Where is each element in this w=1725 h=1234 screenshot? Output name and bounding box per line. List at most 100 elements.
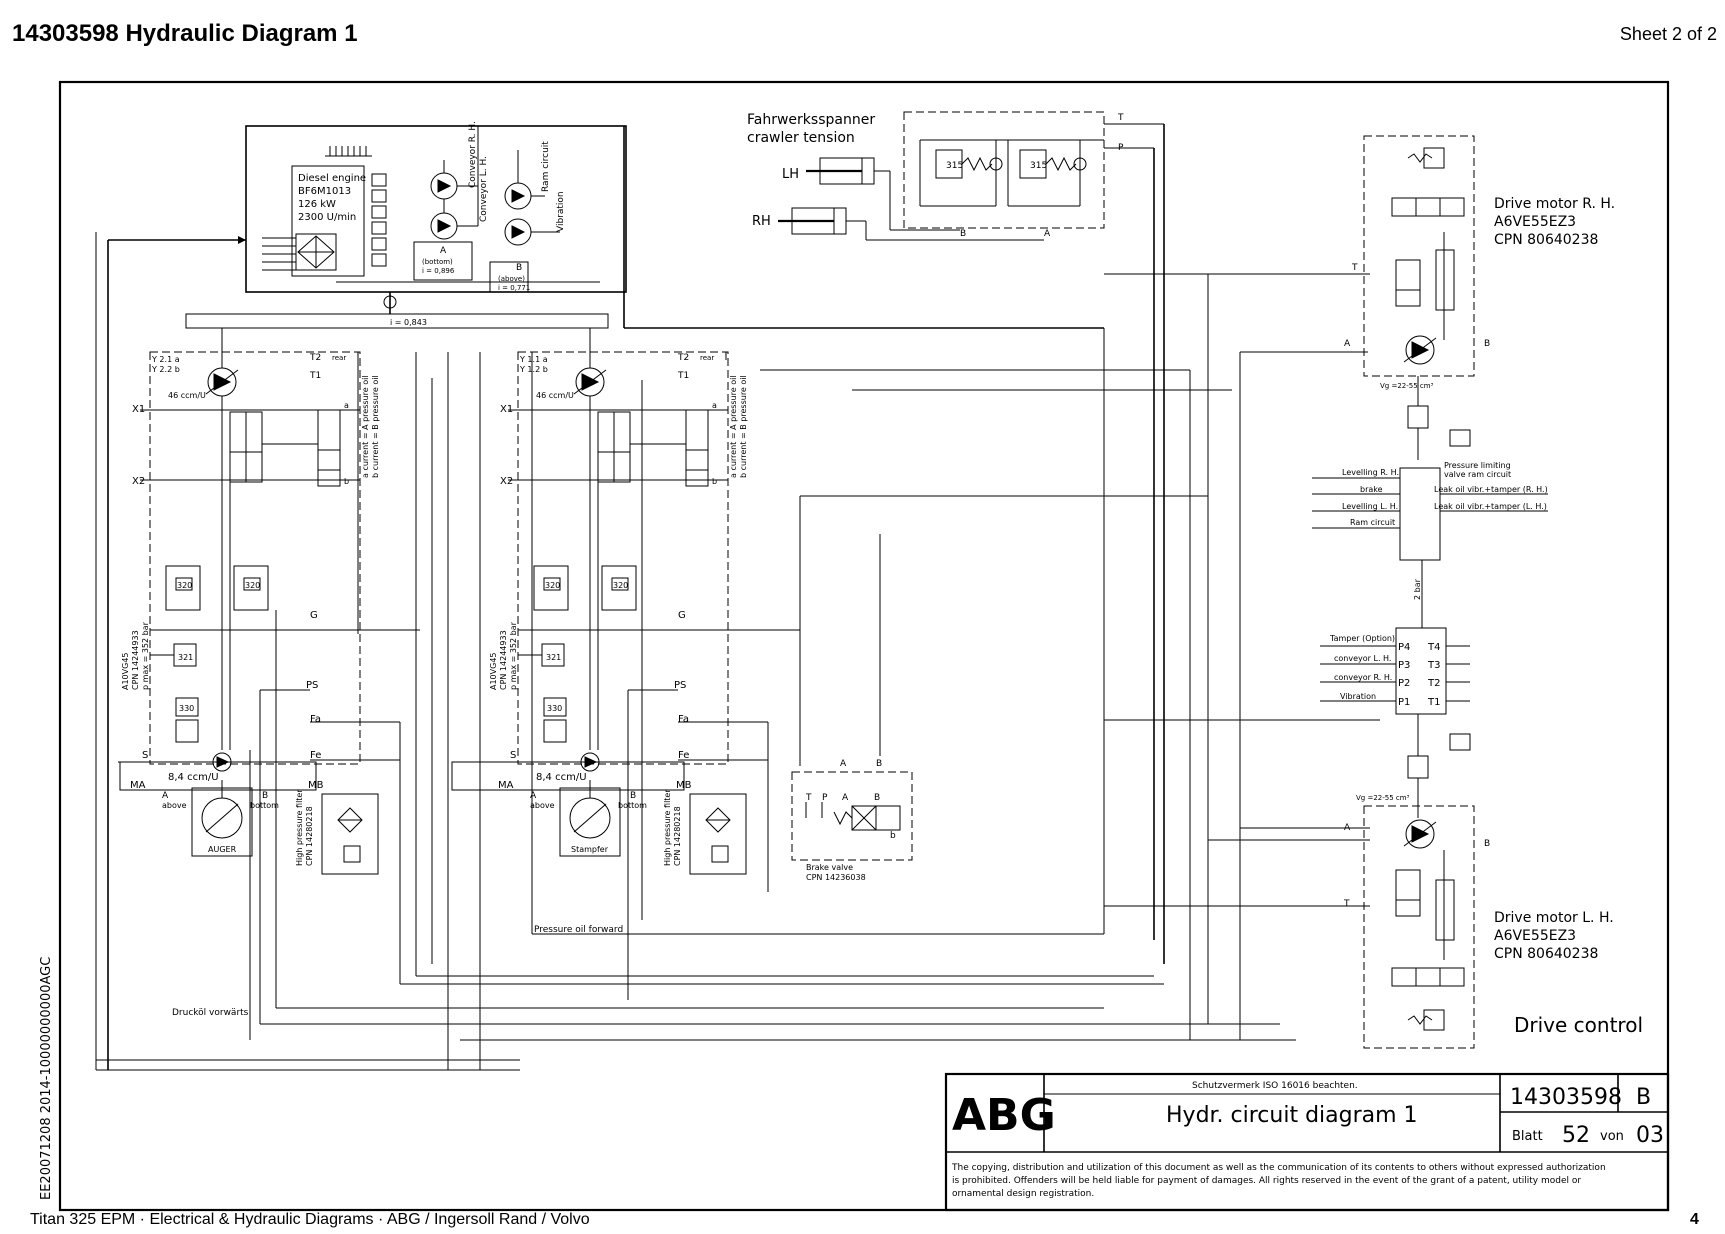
svg-text:Ram circuit: Ram circuit [1350, 518, 1395, 527]
drawing-number: 14303598 [1510, 1085, 1622, 1110]
svg-text:b: b [890, 831, 896, 841]
drive-motor-lh: Vg =22-55 cm³ A B T Drive motor L. H. A6… [1343, 714, 1643, 1049]
svg-text:G: G [678, 610, 686, 621]
svg-text:(above): (above) [498, 275, 525, 283]
svg-text:above: above [530, 801, 555, 810]
lh-label: LH [782, 167, 799, 182]
engine-label-3: 126 kW [298, 199, 336, 210]
valve-321-right-icon [518, 643, 565, 667]
svg-text:T1: T1 [1427, 697, 1440, 708]
svg-text:ornamental design registration: ornamental design registration. [952, 1189, 1094, 1199]
svg-text:X2: X2 [132, 476, 145, 487]
svg-text:High pressure filter: High pressure filter [663, 789, 672, 866]
side-stamp: EE20071208 2014-10000000000AGC [39, 957, 54, 1200]
svg-text:B: B [876, 759, 882, 769]
valve-330-right-icon [543, 697, 567, 743]
drawing-frame [58, 80, 1670, 1212]
svg-text:Y 1.2 b: Y 1.2 b [519, 365, 548, 374]
stampfer-motor-icon [559, 780, 621, 857]
svg-text:Y 1.1 a: Y 1.1 a [519, 355, 548, 364]
svg-text:B: B [874, 793, 880, 803]
svg-text:CPN 14236038: CPN 14236038 [806, 873, 866, 882]
svg-text:A: A [162, 791, 169, 801]
engine-box [291, 165, 365, 277]
svg-text:bottom: bottom [618, 801, 647, 810]
svg-text:CPN 14280218: CPN 14280218 [305, 806, 314, 866]
svg-text:is prohibited. Offenders will: is prohibited. Offenders will be held li… [952, 1176, 1581, 1186]
valve-330-left-icon [175, 697, 199, 743]
sensor-lh-icon [1407, 714, 1471, 818]
svg-text:A10VG45: A10VG45 [489, 652, 498, 690]
svg-text:T: T [1343, 899, 1350, 909]
svg-text:Levelling L. H.: Levelling L. H. [1342, 502, 1398, 511]
svg-text:b current = B pressure oil: b current = B pressure oil [739, 375, 748, 478]
svg-text:321: 321 [546, 653, 561, 662]
svg-text:8,4 ccm/U: 8,4 ccm/U [168, 772, 219, 783]
svg-text:X1: X1 [500, 404, 513, 415]
svg-text:T: T [1351, 263, 1358, 273]
svg-text:A10VG45: A10VG45 [121, 652, 130, 690]
svg-text:MA: MA [130, 780, 146, 791]
relief-320-left-icon [165, 565, 269, 611]
svg-text:T1: T1 [677, 371, 689, 381]
svg-text:von: von [1600, 1129, 1624, 1144]
svg-text:Leak oil vibr.+tamper (R. H.): Leak oil vibr.+tamper (R. H.) [1434, 485, 1548, 494]
sensor-rh-icon [1407, 376, 1471, 460]
svg-text:PS: PS [674, 680, 686, 691]
svg-text:conveyor L. H.: conveyor L. H. [1334, 654, 1391, 663]
svg-text:brake: brake [1360, 485, 1383, 494]
svg-text:B: B [1484, 339, 1490, 349]
stampfer-label: Stampfer [571, 845, 609, 854]
filter-right-icon [689, 793, 747, 875]
cylinder-lh-icon [806, 157, 875, 185]
svg-text:A: A [440, 246, 447, 256]
svg-text:CPN 14244933: CPN 14244933 [131, 630, 140, 690]
svg-text:CPN 14280218: CPN 14280218 [673, 806, 682, 866]
auger-label: AUGER [208, 845, 237, 854]
crawler-title-de: Fahrwerksspanner [747, 112, 875, 128]
valve-321-left-icon [150, 643, 197, 667]
svg-text:321: 321 [178, 653, 193, 662]
svg-text:rear: rear [332, 354, 346, 362]
svg-text:A: A [842, 793, 849, 803]
svg-text:A: A [530, 791, 537, 801]
brake-valve-icon [805, 802, 901, 831]
svg-text:320: 320 [545, 581, 560, 590]
svg-text:a current = A pressure oil: a current = A pressure oil [729, 375, 738, 478]
drawing-title: Hydr. circuit diagram 1 [1166, 1103, 1418, 1128]
svg-text:330: 330 [547, 704, 562, 713]
svg-text:P: P [822, 793, 828, 803]
svg-text:a: a [344, 401, 349, 410]
svg-text:T3: T3 [1427, 660, 1440, 671]
protection-notice: Schutzvermerk ISO 16016 beachten. [1192, 1081, 1358, 1091]
svg-text:T: T [805, 793, 812, 803]
svg-text:b: b [712, 477, 717, 486]
svg-text:CPN 80640238: CPN 80640238 [1494, 946, 1598, 962]
conveyor-lh-label: Conveyor L. H. [479, 156, 489, 222]
svg-text:A: A [1344, 339, 1351, 349]
svg-text:315: 315 [1030, 161, 1047, 171]
svg-text:320: 320 [177, 581, 192, 590]
svg-text:CPN 80640238: CPN 80640238 [1494, 232, 1598, 248]
svg-text:Levelling R. H.: Levelling R. H. [1342, 468, 1399, 477]
abg-logo: ABG [952, 1090, 1056, 1141]
svg-text:46 ccm/U: 46 ccm/U [168, 391, 206, 400]
svg-text:A: A [840, 759, 847, 769]
pump-left-assembly: Y 2.1 a Y 2.2 b T2 rear T1 46 ccm/U X1 X… [118, 328, 420, 1024]
svg-text:Vg =22-55 cm³: Vg =22-55 cm³ [1380, 382, 1434, 390]
engine-label-4: 2300 U/min [298, 212, 356, 223]
drive-lh-name: Drive motor L. H. [1494, 910, 1614, 926]
svg-text:X2: X2 [500, 476, 513, 487]
svg-text:2 bar: 2 bar [1413, 578, 1422, 600]
svg-text:8,4 ccm/U: 8,4 ccm/U [536, 772, 587, 783]
svg-text:rear: rear [700, 354, 714, 362]
filter-left-icon [321, 793, 379, 875]
svg-text:valve ram circuit: valve ram circuit [1444, 470, 1511, 479]
svg-text:a: a [712, 401, 717, 410]
cylinder-rh-icon [778, 207, 847, 235]
svg-text:T4: T4 [1427, 642, 1440, 653]
valve-block [1395, 627, 1447, 715]
svg-text:above: above [162, 801, 187, 810]
svg-text:Vibration: Vibration [1340, 692, 1376, 701]
